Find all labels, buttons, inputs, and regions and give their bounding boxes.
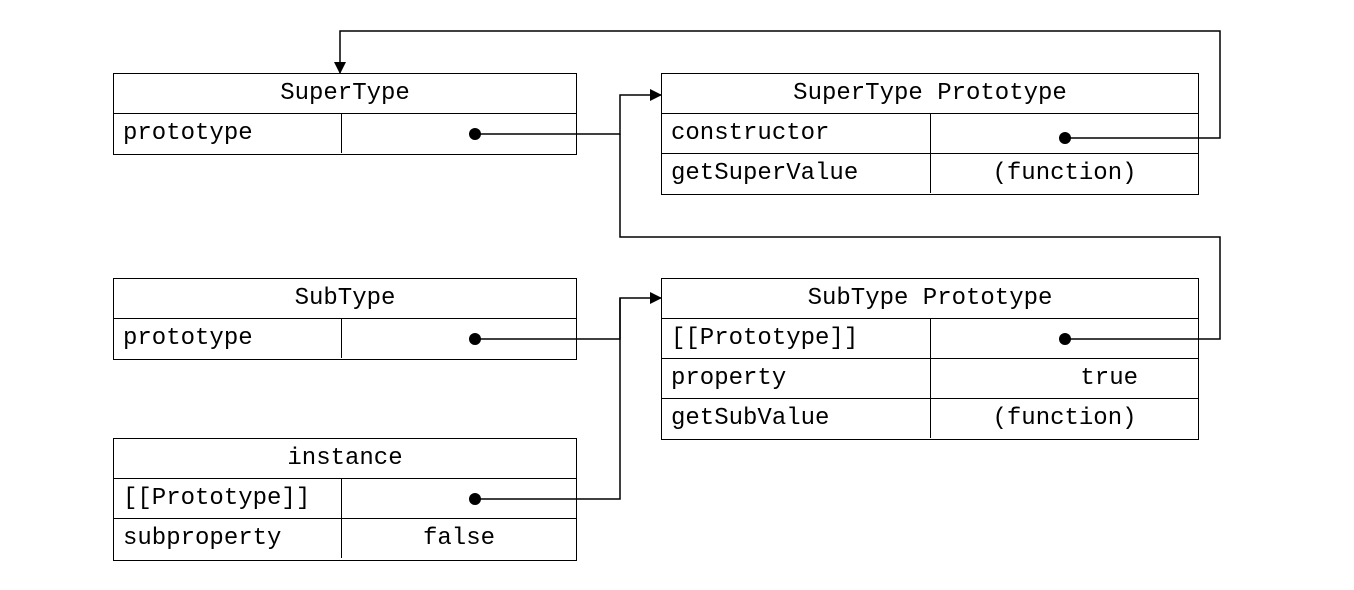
supertype-prototype-key: prototype <box>114 114 342 153</box>
property-value: true <box>1080 365 1138 392</box>
getsubvalue-key: getSubValue <box>662 399 931 438</box>
subtype-prototype-row: prototype <box>114 319 576 358</box>
subproperty-value: false <box>422 525 495 552</box>
getsubvalue-row: getSubValue (function) <box>662 399 1198 438</box>
supertype-title: SuperType <box>114 74 576 114</box>
subtype-prototype-title: SubType Prototype <box>662 279 1198 319</box>
constructor-row: constructor <box>662 114 1198 154</box>
subtype-proto-link-key: [[Prototype]] <box>662 319 931 358</box>
supertype-prototype-row: prototype <box>114 114 576 153</box>
subproperty-key: subproperty <box>114 519 342 558</box>
pointer-subtype-prototype-to-supertype-prototype <box>619 134 1221 345</box>
subproperty-row: subproperty false <box>114 519 576 558</box>
pointer-subtype-to-subtype-prototype <box>469 292 662 345</box>
constructor-key: constructor <box>662 114 931 153</box>
pointer-supertype-to-supertype-prototype <box>469 89 662 140</box>
instance-proto-link-row: [[Prototype]] <box>114 479 576 519</box>
getsupervalue-value: (function) <box>992 160 1137 187</box>
getsupervalue-key: getSuperValue <box>662 154 931 193</box>
pointer-constructor-to-supertype <box>334 30 1221 144</box>
property-key: property <box>662 359 931 398</box>
instance-title: instance <box>114 439 576 479</box>
connector-line <box>475 298 621 500</box>
connector-line <box>334 30 1221 139</box>
getsubvalue-value: (function) <box>992 405 1137 432</box>
subtype-proto-link-row: [[Prototype]] <box>662 319 1198 359</box>
supertype-prototype-title: SuperType Prototype <box>662 74 1198 114</box>
property-row: property true <box>662 359 1198 399</box>
subtype-prototype-key: prototype <box>114 319 342 358</box>
subtype-prototype-box: SubType Prototype [[Prototype]] property… <box>661 278 1199 440</box>
connector-line <box>475 292 662 340</box>
connector-line <box>619 134 1221 340</box>
supertype-prototype-box: SuperType Prototype constructor getSuper… <box>661 73 1199 195</box>
supertype-box: SuperType prototype <box>113 73 577 155</box>
subtype-box: SubType prototype <box>113 278 577 360</box>
getsupervalue-row: getSuperValue (function) <box>662 154 1198 193</box>
connector-line <box>475 89 662 135</box>
pointer-instance-to-subtype-prototype <box>469 298 621 505</box>
instance-proto-link-key: [[Prototype]] <box>114 479 342 518</box>
subtype-title: SubType <box>114 279 576 319</box>
